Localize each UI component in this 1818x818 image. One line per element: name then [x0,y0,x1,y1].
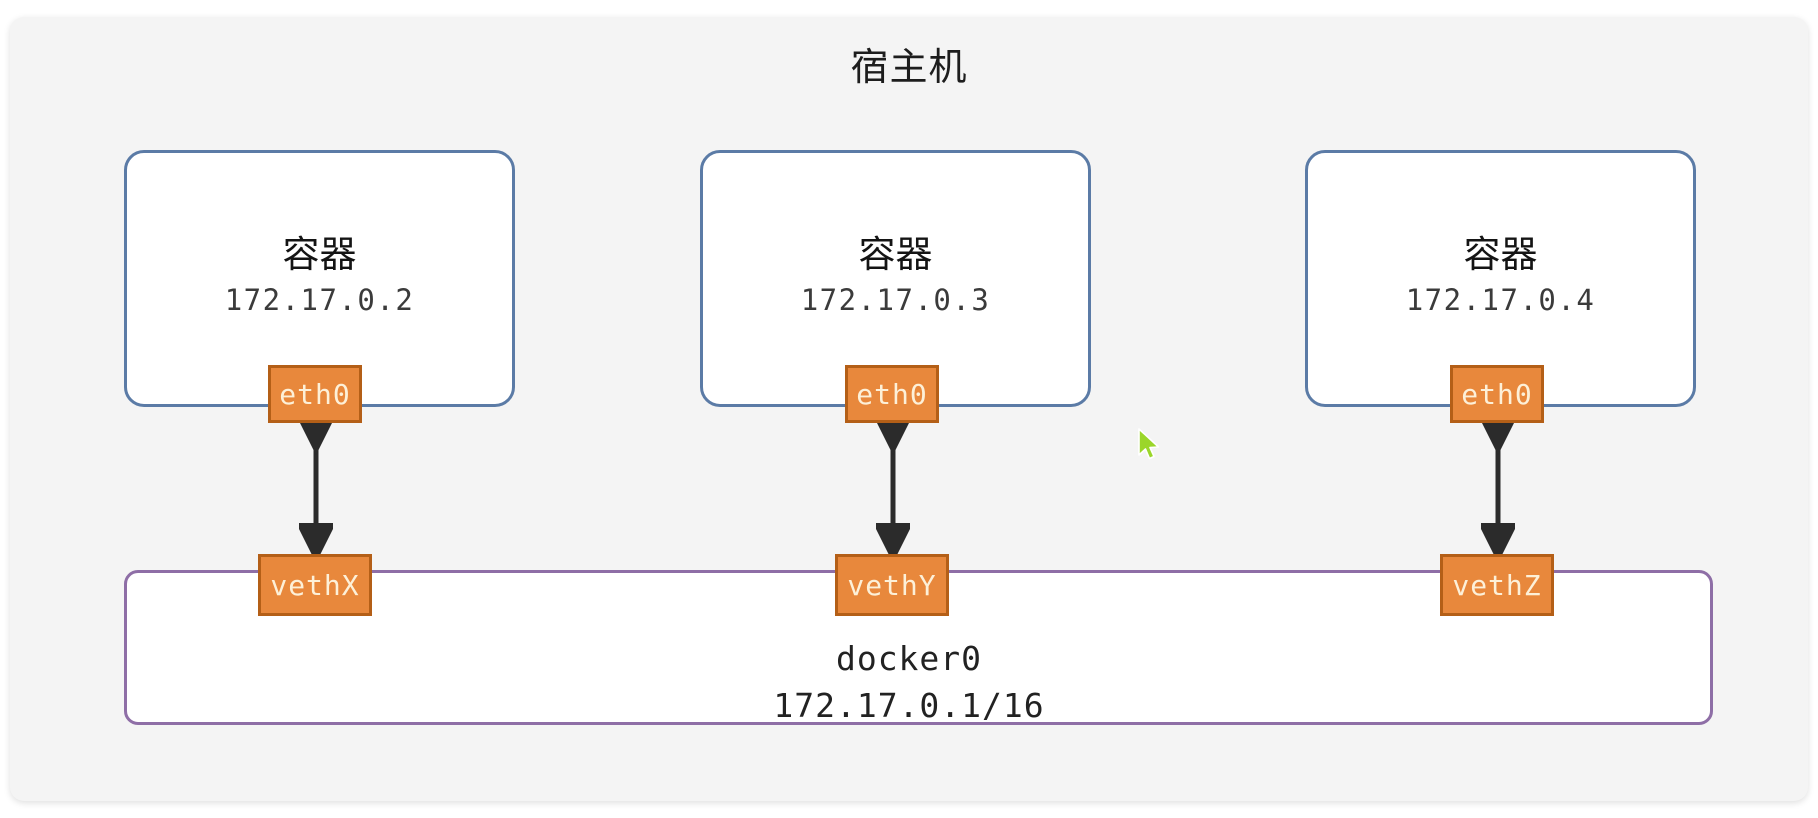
docker0-bridge-name: docker0 [835,639,983,678]
veth-chip-y: vethY [835,554,949,616]
veth-chip-z: vethZ [1440,554,1554,616]
host-machine-title: 宿主机 [850,45,968,89]
veth-chip-x: vethX [258,554,372,616]
veth-pair-arrow-1 [299,421,333,557]
container-ip-2: 172.17.0.3 [800,283,991,317]
container-box-1: 容器 172.17.0.2 [124,150,515,407]
container-ip-1: 172.17.0.2 [224,283,415,317]
container-eth0-chip-3: eth0 [1450,365,1544,423]
container-label-2: 容器 [858,233,933,276]
container-eth0-chip-1: eth0 [268,365,362,423]
container-eth0-chip-2: eth0 [845,365,939,423]
veth-pair-arrow-2 [876,421,910,557]
veth-pair-arrow-3 [1481,421,1515,557]
docker0-bridge-cidr: 172.17.0.1/16 [773,686,1045,725]
container-box-2: 容器 172.17.0.3 [700,150,1091,407]
container-ip-3: 172.17.0.4 [1405,283,1596,317]
container-label-1: 容器 [282,233,357,276]
container-label-3: 容器 [1463,233,1538,276]
